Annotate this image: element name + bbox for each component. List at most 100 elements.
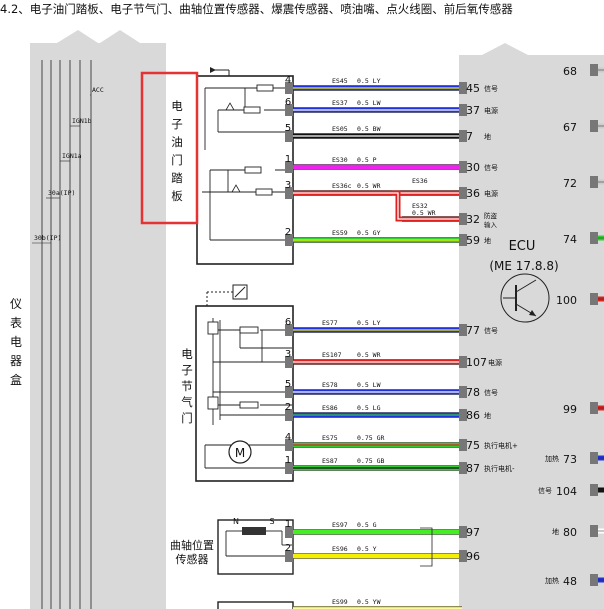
right-pin-number: 48 [563, 575, 577, 588]
connector-pin [285, 526, 293, 538]
connector-pin [285, 104, 293, 116]
wire-code: ES30 [332, 156, 348, 164]
wire-spec: 0.5 GY [357, 229, 381, 237]
crank-label: 曲轴位置 [170, 538, 214, 552]
wire-code: ES86 [322, 404, 338, 412]
ecu-model: (ME 17.8.8) [489, 259, 558, 273]
ecu-pin-function: 电源 [484, 106, 498, 115]
throttle-label-char: 门 [181, 411, 193, 425]
ecu-title: ECU [509, 239, 536, 254]
right-pin-number: 72 [563, 177, 577, 190]
wire-code: ES37 [332, 99, 348, 107]
wire-spec: 0.5 G [357, 521, 377, 529]
wire-spec: 0.5 LW [357, 381, 381, 389]
bottom-component-box [217, 601, 294, 609]
right-connector-pin [590, 293, 598, 305]
wire-code: ES107 [322, 351, 342, 359]
pedal-highlight-box [140, 71, 199, 225]
ecu-connector-pin [459, 82, 467, 94]
ecu-pin-function: 执行电机- [484, 464, 515, 473]
throttle-label-char: 电 [181, 347, 193, 361]
ecu-pin-number: 86 [466, 409, 480, 422]
throttle-ref-slash [234, 286, 246, 298]
component-pin-number: 2 [285, 543, 291, 554]
ecu-connector-pin [459, 104, 467, 116]
crank-box [217, 519, 294, 575]
wire-spec: 0.5 LW [357, 99, 381, 107]
pedal-label: 电子油门踏板 [171, 99, 183, 203]
ecu-connector-pin [459, 409, 467, 421]
ecu-connector-pin [459, 550, 467, 562]
right-pin-number: 80 [563, 526, 577, 539]
panel-line-label: IGN1b [72, 117, 92, 125]
panel-line-label: 30b(IP) [34, 234, 61, 242]
page-header: 4.2、电子油门踏板、电子节气门、曲轴位置传感器、爆震传感器、喷油嘴、点火线圈、… [0, 2, 513, 16]
panel-label-char: 电 [10, 335, 22, 349]
component-pin-number: 4 [285, 432, 291, 443]
transistor-arrow [529, 310, 536, 316]
right-pin-label: 信号 [538, 486, 552, 495]
ecu-pin-function: 电源 [484, 189, 498, 198]
wire-code: ES97 [332, 521, 348, 529]
ecu-connector-pin [459, 386, 467, 398]
pedal-resistor [243, 106, 261, 114]
ecu-connector-pin [459, 439, 467, 451]
ecu-pin-function: 地 [484, 411, 491, 420]
pedal-label-char: 门 [171, 153, 183, 167]
connector-pin [285, 324, 293, 336]
pedal-label-char: 踏 [171, 171, 183, 185]
right-connector-pin [590, 484, 598, 496]
right-connector-pin [590, 232, 598, 244]
motor-symbol [228, 440, 252, 464]
right-pin-number: 104 [556, 485, 577, 498]
transistor-collector [515, 279, 537, 293]
ecu-pin-number: 36 [466, 187, 480, 200]
ecu-connector-pin [459, 213, 467, 225]
right-connector-pin [590, 525, 598, 537]
wire-spec: 0.5 WR [357, 182, 381, 190]
ecu-pin-function: 防盗 [484, 211, 498, 220]
component-pin-number: 5 [285, 123, 291, 134]
ecu-pin-number: 87 [466, 462, 480, 475]
pedal-resistor [244, 166, 262, 174]
wire-code: ES75 [322, 434, 338, 442]
wire-spec: 0.5 LY [357, 319, 381, 327]
ecu-panel [459, 55, 604, 609]
ecu-connector-pin [459, 356, 467, 368]
ecu-connector-pin [459, 324, 467, 336]
wire-code: ES87 [322, 457, 338, 465]
component-pin-number: 6 [285, 317, 291, 328]
ecu-connector-pin [459, 462, 467, 474]
panel-line-label: 30a(IP) [48, 189, 75, 197]
wire-code: ES05 [332, 125, 348, 133]
crank-coil-s: S [269, 517, 274, 526]
right-connector-pin [590, 402, 598, 414]
panel-arrow-left [57, 30, 98, 43]
wire-code: ES32 [412, 202, 428, 210]
fuse-box-panel [30, 43, 166, 609]
crank-coil-n: N [233, 517, 239, 526]
crank-coil-core [242, 527, 266, 535]
connector-pin [285, 161, 293, 173]
wire-code: ES96 [332, 545, 348, 553]
ecu-connector-pin [459, 234, 467, 246]
wire-spec: 0.75 GR [357, 434, 384, 442]
ecu-pin-number: 77 [466, 324, 480, 337]
right-pin-label: 加热 [545, 576, 559, 585]
throttle-resistor [239, 401, 259, 409]
ecu-connector-pin [459, 526, 467, 538]
ecu-pin-number: 59 [466, 234, 480, 247]
ecu-pin-number: 45 [466, 82, 480, 95]
ecu-pin-number: 78 [466, 386, 480, 399]
wire-spec: 0.5 LG [357, 404, 381, 412]
component-pin-number: 3 [285, 180, 291, 191]
ecu-connector-pin [459, 130, 467, 142]
right-connector-pin [590, 120, 598, 132]
ecu-pin-function: 地 [484, 236, 491, 245]
wire-code: ES45 [332, 77, 348, 85]
wire-spec: 0.5 WR [357, 351, 381, 359]
ecu-pin-function: 执行电机+ [484, 441, 518, 450]
wire-code: ES59 [332, 229, 348, 237]
right-connector-pin [590, 64, 598, 76]
